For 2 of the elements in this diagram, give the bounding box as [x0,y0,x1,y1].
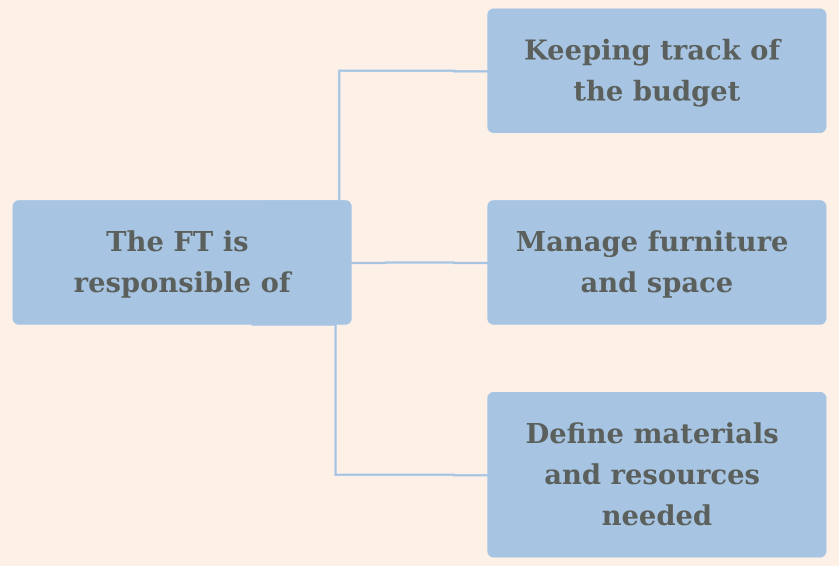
connector [252,324,489,476]
connector [352,261,489,264]
